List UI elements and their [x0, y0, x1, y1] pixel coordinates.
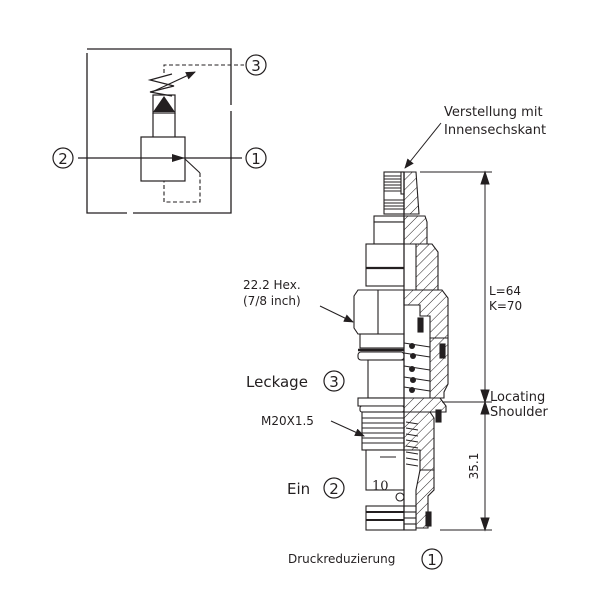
port-1-marker: 1 — [245, 147, 267, 169]
o-ring-upper — [357, 351, 405, 361]
pressure-port-number: 1 — [427, 551, 437, 569]
label-length-k: K=70 — [489, 299, 522, 313]
spring-body — [367, 359, 405, 399]
label-adjustment-2: Innensechskant — [444, 123, 546, 138]
symbol-frame — [86, 48, 232, 214]
adjust-arrow-icon — [151, 71, 196, 93]
ball-icon — [395, 492, 405, 502]
dim-arrow-shoulder-up — [480, 389, 490, 404]
dimensions — [420, 170, 492, 532]
neck — [359, 333, 405, 349]
hex-section — [403, 289, 449, 339]
leader-hex — [319, 305, 354, 323]
leader-thread — [330, 420, 365, 437]
port-3-label: 3 — [251, 57, 261, 75]
flow-arrow-icon — [172, 154, 185, 162]
dim-arrow-top — [480, 170, 490, 185]
adjuster-section — [403, 171, 420, 215]
pilot-box — [152, 94, 176, 114]
upper-body — [365, 243, 405, 287]
seal-upper — [417, 317, 424, 333]
cartridge-drawing: 10 — [353, 171, 449, 531]
spring-lines — [403, 342, 431, 392]
upper-body-section — [404, 243, 439, 291]
leader-adjustment — [404, 122, 442, 169]
port-2-label: 2 — [58, 150, 68, 168]
lock-nut-body — [373, 221, 405, 245]
thread-section — [403, 411, 435, 471]
pilot-dashed — [163, 173, 201, 203]
inlet-port-number: 2 — [329, 480, 339, 498]
label-length-l: L=64 — [489, 284, 521, 298]
port-hole-mark: 10 — [372, 479, 389, 494]
bottom-body — [365, 505, 405, 531]
port-2-marker: 2 — [52, 147, 74, 169]
label-dim-lower: 35.1 — [467, 453, 481, 480]
o-ring-lower — [359, 405, 405, 413]
label-locating-1: Locating — [490, 390, 545, 405]
lock-nut-section — [403, 215, 428, 245]
label-pressure-reducing: Druckreduzierung — [288, 552, 395, 566]
spring-icon — [147, 73, 175, 97]
port-3-marker: 3 — [245, 54, 267, 76]
port-1-label: 1 — [251, 150, 261, 168]
drain-line — [163, 64, 244, 73]
seal-bottom — [425, 511, 432, 527]
inner-spring-lines — [405, 421, 419, 467]
label-hex-2: (7/8 inch) — [243, 294, 301, 308]
main-thread-lines — [362, 417, 404, 444]
seal-mid — [439, 343, 446, 359]
pressure-port-circle — [421, 548, 443, 570]
label-hex-1: 22.2 Hex. — [243, 278, 301, 292]
label-thread: M20X1.5 — [261, 414, 314, 428]
hex-nut — [353, 289, 405, 335]
label-leakage: Leckage — [246, 373, 308, 391]
leaders — [319, 122, 442, 437]
label-inlet: Ein — [287, 480, 310, 498]
label-locating-2: Shoulder — [490, 405, 549, 420]
pilot-triangle-icon — [153, 96, 175, 112]
dim-arrow-bottom — [480, 517, 490, 532]
leakage-port-circle — [323, 370, 345, 392]
lock-nut — [373, 215, 405, 223]
dim-arrow-shoulder-down — [480, 400, 490, 415]
seal-shoulder — [435, 409, 442, 423]
inlet-port-circle — [323, 477, 345, 499]
hydraulic-symbol: 3 2 1 — [52, 48, 267, 214]
label-adjustment-1: Verstellung mit — [444, 105, 543, 120]
shoulder — [357, 397, 405, 407]
leakage-port-number: 3 — [329, 373, 339, 391]
labels: Verstellung mit Innensechskant 22.2 Hex.… — [243, 105, 549, 570]
pilot-line — [184, 158, 201, 174]
